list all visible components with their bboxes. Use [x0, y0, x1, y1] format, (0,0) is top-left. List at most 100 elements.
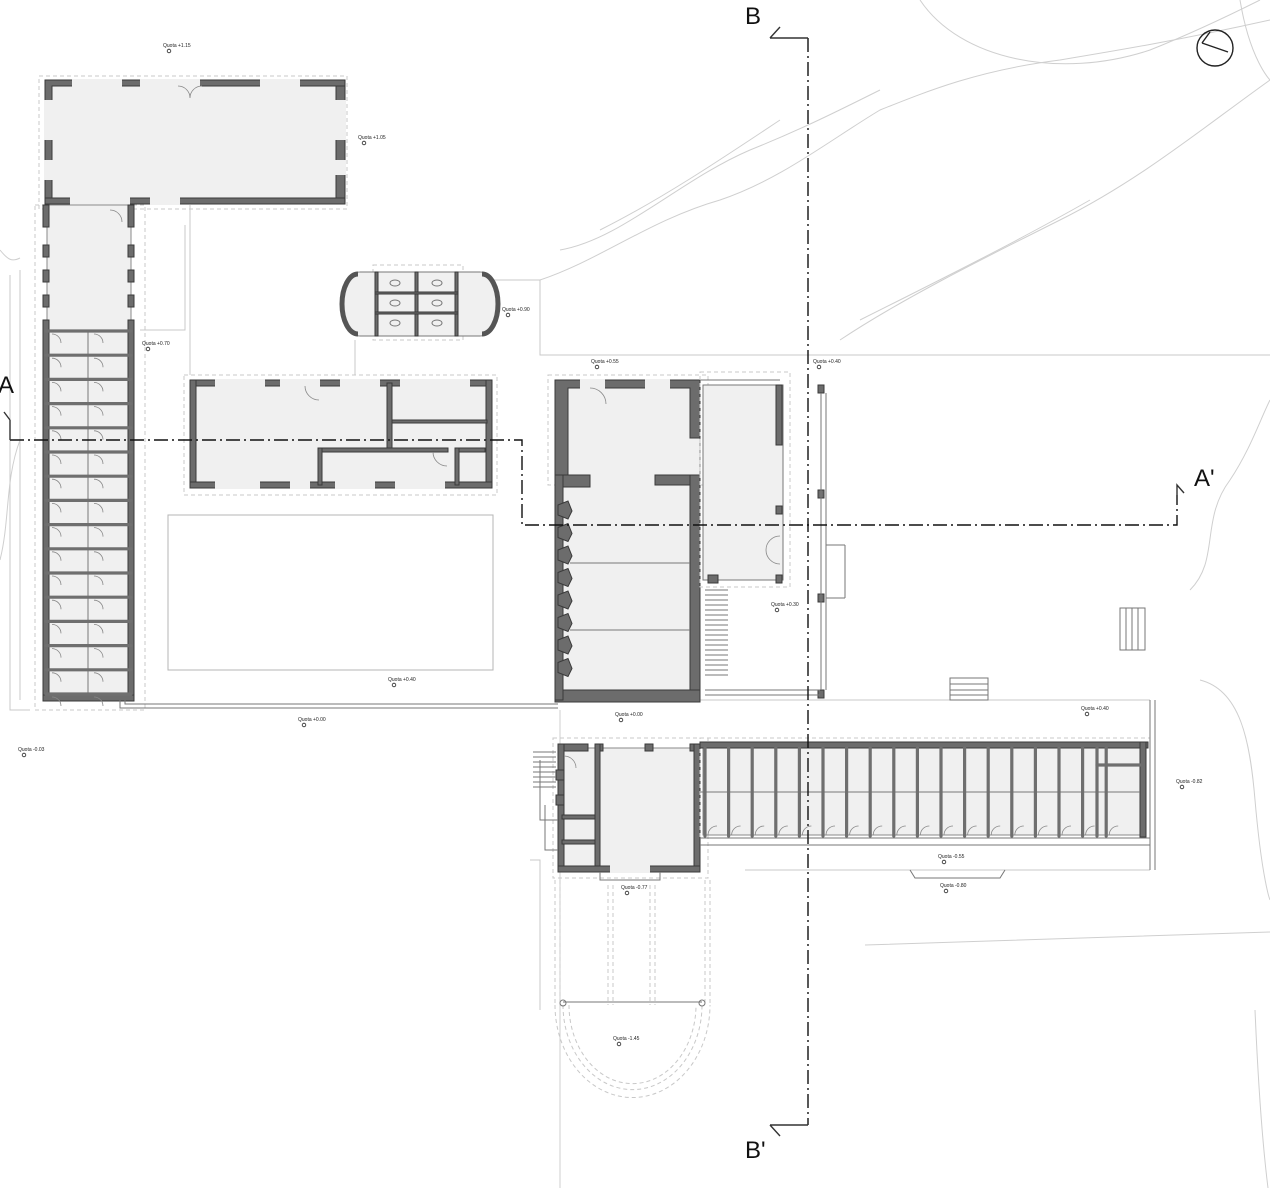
- door-swing: [93, 599, 104, 610]
- door-swing: [51, 503, 62, 513]
- door-swing: [849, 825, 859, 836]
- door-swing: [93, 527, 104, 537]
- elevation-marker-icon: [361, 140, 367, 146]
- elevation-markers: Quota +1.15 Quota +1.05 Quota +0.90 Quot…: [18, 43, 1203, 1047]
- elevation-marker: Quota +0.40: [813, 359, 841, 370]
- east-cell-partitions: [703, 746, 1142, 838]
- door-swing: [731, 825, 741, 836]
- elevation-marker-icon: [624, 890, 630, 896]
- walkway: [119, 700, 558, 709]
- north-arrow-icon: [1196, 29, 1234, 67]
- door-swing: [920, 825, 930, 836]
- building-toilets: [339, 264, 501, 341]
- door-swing: [802, 825, 812, 836]
- elevation-marker-icon: [941, 859, 947, 865]
- elevation-marker-icon: [616, 1041, 622, 1047]
- section-label-b: B: [745, 3, 761, 30]
- buttress: [557, 545, 573, 565]
- door-swing: [1085, 825, 1095, 836]
- elevation-marker: Quota +1.15: [163, 43, 191, 54]
- buttress: [557, 567, 573, 588]
- elevation-marker-icon: [166, 48, 172, 54]
- elevation-marker-icon: [301, 722, 307, 728]
- building-hall-north: [38, 75, 348, 210]
- door-swing: [1014, 825, 1024, 836]
- elevation-label: Quota +0.90: [502, 307, 530, 313]
- door-swing: [990, 825, 1001, 836]
- elevation-marker-icon: [618, 717, 624, 723]
- door-swing: [93, 624, 104, 634]
- buttress: [557, 500, 573, 520]
- elevation-label: Quota +0.00: [298, 717, 326, 723]
- door-swing: [896, 825, 906, 836]
- elevation-marker-icon: [1179, 784, 1185, 790]
- elevation-label: Quota +0.40: [388, 677, 416, 683]
- elevation-marker-icon: [505, 312, 511, 318]
- door-swing: [51, 575, 62, 586]
- door-swing: [51, 696, 62, 707]
- pool: [167, 514, 494, 671]
- elevation-marker: Quota +0.40: [388, 677, 416, 688]
- door-swing: [93, 430, 104, 440]
- door-swing: [51, 454, 62, 465]
- elevation-marker: Quota +0.30: [771, 602, 799, 613]
- elevation-marker-icon: [1084, 711, 1090, 717]
- elevation-label: Quota +0.40: [813, 359, 841, 365]
- door-swing: [967, 825, 977, 836]
- door-swing: [1061, 825, 1072, 836]
- door-swing: [51, 527, 62, 537]
- door-swing: [51, 672, 62, 682]
- door-swing: [93, 551, 104, 561]
- elevation-marker: Quota -0.80: [940, 883, 967, 894]
- building-main-east: [547, 374, 780, 703]
- stairs-south: [533, 751, 556, 788]
- door-swing: [51, 648, 62, 658]
- door-swing: [51, 406, 62, 416]
- elevation-marker: Quota +0.70: [142, 341, 170, 352]
- door-swing: [93, 454, 104, 465]
- elevation-label: Quota +1.15: [163, 43, 191, 49]
- door-swing: [51, 382, 62, 392]
- door-swing: [707, 825, 718, 836]
- elevation-label: Quota +0.40: [1081, 706, 1109, 712]
- elevation-marker-icon: [594, 364, 600, 370]
- door-swing: [93, 648, 104, 658]
- door-swing: [51, 624, 62, 634]
- elevation-marker: Quota +1.05: [358, 135, 386, 146]
- door-swing: [51, 551, 62, 561]
- stairs-main: [705, 589, 820, 696]
- building-hall-central: [183, 374, 498, 496]
- elevation-label: Quota -0.03: [18, 747, 45, 753]
- door-swing: [778, 825, 788, 836]
- door-swing: [93, 696, 104, 707]
- door-swing: [51, 599, 62, 610]
- buttress: [557, 590, 573, 610]
- door-swing: [754, 825, 765, 836]
- door-swing: [93, 503, 104, 513]
- door-swing: [825, 825, 836, 836]
- door-swing: [51, 478, 62, 489]
- elevation-label: Quota +0.30: [771, 602, 799, 608]
- door-swing: [93, 382, 104, 392]
- elevation-marker-icon: [391, 682, 397, 688]
- section-line-aa: [3, 411, 1185, 526]
- door-swing: [1108, 825, 1119, 836]
- buttress: [557, 522, 573, 543]
- elevation-marker-icon: [774, 607, 780, 613]
- door-swing: [51, 333, 62, 344]
- elevation-label: Quota +1.05: [358, 135, 386, 141]
- section-label-a: A: [0, 372, 14, 399]
- door-swing: [51, 430, 62, 440]
- building-south: [539, 737, 709, 881]
- elevation-marker: Quota -0.03: [18, 747, 45, 758]
- elevation-marker-icon: [21, 752, 27, 758]
- buttress: [557, 657, 573, 678]
- elevation-label: Quota -0.82: [1176, 779, 1203, 785]
- elevation-marker: Quota -0.82: [1176, 779, 1203, 790]
- elevation-marker: Quota +0.90: [502, 307, 530, 318]
- west-cell-partitions: [44, 329, 133, 707]
- section-label-a-prime: A': [1194, 465, 1215, 492]
- building-annex: [699, 371, 846, 699]
